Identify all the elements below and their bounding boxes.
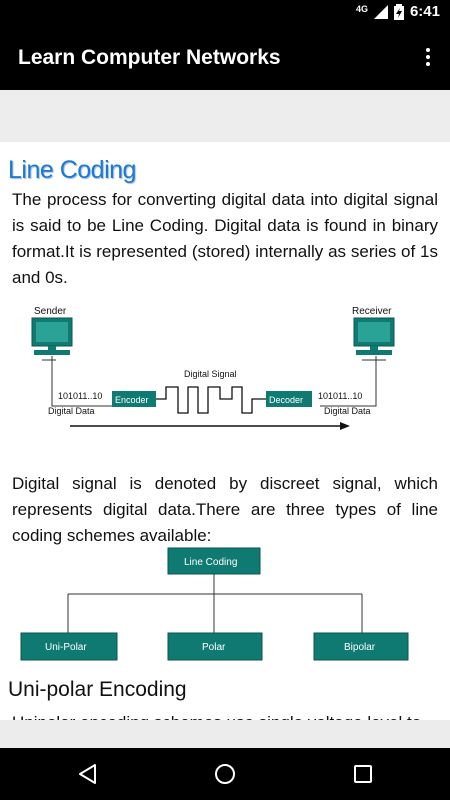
encoder-label: Encoder	[115, 395, 149, 405]
clock: 6:41	[409, 3, 440, 20]
body-paragraph: Digital signal is denoted by discreet si…	[12, 474, 438, 545]
recents-icon[interactable]	[351, 762, 375, 786]
battery-charging-icon	[393, 3, 404, 20]
tree-root-label: Line Coding	[184, 557, 237, 568]
left-bits: 101011..10	[58, 391, 102, 401]
article-content[interactable]: Line Coding The process for converting d…	[0, 90, 450, 748]
signal-icon	[373, 4, 388, 19]
right-bits: 101011..10	[318, 391, 362, 401]
navigation-bar	[0, 748, 450, 800]
overflow-menu-icon[interactable]	[422, 46, 434, 70]
tree-child-unipolar: Uni-Polar	[45, 642, 87, 653]
bottom-banner	[0, 720, 450, 748]
tree-child-polar: Polar	[202, 642, 226, 653]
intro-paragraph: The process for converting digital data …	[12, 190, 438, 287]
network-type: 4G	[355, 3, 368, 14]
back-icon[interactable]	[76, 762, 100, 786]
app-bar: Learn Computer Networks	[0, 24, 450, 90]
left-data-label: Digital Data	[48, 406, 95, 416]
status-bar: 4G 6:41	[0, 0, 450, 24]
receiver-computer-icon	[353, 317, 395, 355]
section-subheading: Uni-polar Encoding	[8, 678, 187, 701]
sender-computer-icon	[31, 317, 73, 355]
digital-signal-label: Digital Signal	[184, 369, 237, 379]
line-coding-diagram: Sender Receiver Encoder Decoder Digital …	[31, 306, 395, 430]
receiver-label: Receiver	[352, 306, 392, 317]
sender-label: Sender	[34, 306, 67, 317]
coding-schemes-tree: Line Coding Uni-Polar Polar Bipolar	[20, 547, 409, 661]
home-icon[interactable]	[213, 762, 237, 786]
tree-child-bipolar: Bipolar	[344, 642, 376, 653]
decoder-label: Decoder	[269, 395, 303, 405]
ad-banner	[0, 90, 450, 142]
app-title: Learn Computer Networks	[18, 46, 281, 69]
article-heading: Line Coding	[8, 156, 136, 184]
right-data-label: Digital Data	[324, 406, 371, 416]
